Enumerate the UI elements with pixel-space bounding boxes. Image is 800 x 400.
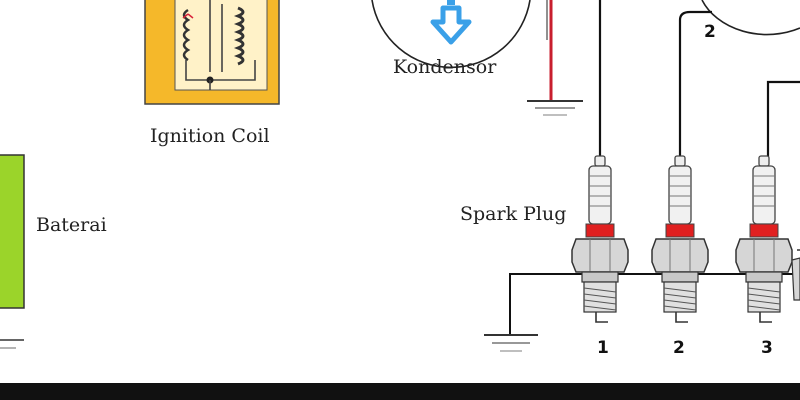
baterai-label: Baterai [36, 214, 107, 236]
ignition-coil-label: Ignition Coil [150, 125, 270, 147]
kondensor-label: Kondensor [393, 56, 497, 78]
distributor-terminal-number: 2 [704, 22, 716, 42]
plug-ground-wire [509, 273, 800, 334]
distributor-cap-circle [701, 0, 800, 36]
wire-plug-3 [766, 80, 800, 158]
plug-1-number: 1 [597, 338, 609, 358]
spark-plug-label: Spark Plug [460, 203, 567, 225]
battery [0, 154, 25, 349]
distributor-circle [371, 0, 531, 69]
ground-symbol-top [527, 100, 583, 116]
kondensor-arrow-icon [430, 0, 472, 45]
ground-symbol-bottom [484, 334, 538, 352]
spark-plug-4-partial [791, 249, 800, 301]
spark-plug-3 [735, 155, 793, 323]
bottom-black-bar [0, 383, 800, 400]
plug-3-number: 3 [761, 338, 773, 358]
wire-plug-2 [678, 10, 712, 158]
spark-plug-2 [651, 155, 709, 323]
spark-plug-1 [571, 155, 629, 323]
ignition-coil [144, 0, 280, 105]
plug-2-number: 2 [673, 338, 685, 358]
